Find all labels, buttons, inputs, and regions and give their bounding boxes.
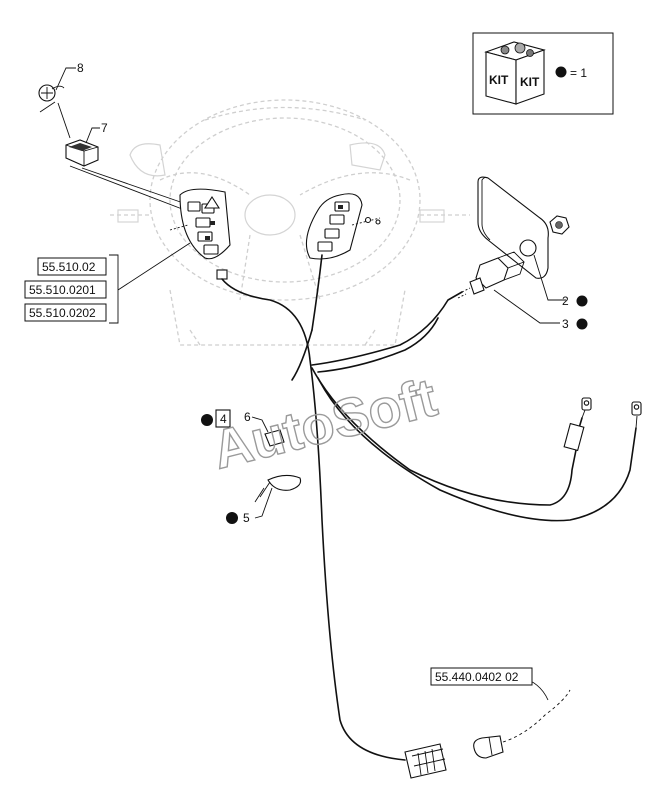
ref-box-a <box>37 257 107 276</box>
inline-fuse-icon <box>563 422 585 452</box>
part-4-fuse-icon <box>215 409 231 428</box>
callout-4: 4 <box>220 412 227 426</box>
ref-box-b <box>24 280 107 299</box>
part-3-switch: 3 <box>457 251 588 331</box>
ref-d: 55.440.0402 02 <box>435 670 519 684</box>
callout-6: 6 <box>244 410 251 424</box>
part-7: 7 <box>65 121 193 213</box>
multi-pin-connector-icon <box>404 743 447 779</box>
part-8: 8 <box>38 61 84 139</box>
bracket-hole-icon <box>519 239 537 257</box>
ref-b: 55.510.0201 <box>29 283 96 297</box>
cable-tie-icon <box>267 474 302 491</box>
mating-plug-icon <box>473 735 504 759</box>
ref-c: 55.510.0202 <box>29 306 96 320</box>
kit-icon <box>484 41 546 105</box>
wiring-harness <box>221 254 642 761</box>
panel-connector-icon <box>216 269 228 280</box>
ref-box-c <box>24 303 107 322</box>
callout-4-dot-icon <box>201 414 213 426</box>
right-control-panel <box>305 193 381 260</box>
reference-group-left: 55.510.02 55.510.0201 55.510.0202 <box>24 242 191 324</box>
callout-7: 7 <box>101 121 108 135</box>
kit-label-left: KIT <box>489 73 509 87</box>
callout-2: 2 <box>562 294 569 308</box>
kit-label-right: KIT <box>520 75 540 89</box>
bottom-connectors: 55.440.0402 02 <box>404 667 571 779</box>
ghost-steering-wheel <box>110 99 470 346</box>
kit-box: KIT KIT = 1 <box>472 32 614 115</box>
part-2-bracket: 2 <box>477 176 588 308</box>
callout-3-dot-icon <box>576 318 588 330</box>
kit-legend-text: = 1 <box>570 66 587 80</box>
callout-5-dot-icon <box>226 512 238 524</box>
callout-3: 3 <box>562 317 569 331</box>
part-6-clip-icon <box>264 429 285 447</box>
callout-5: 5 <box>243 511 250 525</box>
kit-legend-dot-icon <box>555 66 567 78</box>
callout-8: 8 <box>77 61 84 75</box>
ref-a: 55.510.02 <box>42 260 96 274</box>
part-5: 5 <box>226 474 302 525</box>
left-control-panel <box>169 188 231 280</box>
part-4-6: 4 6 <box>201 409 285 447</box>
callout-2-dot-icon <box>576 295 588 307</box>
ref-box-d <box>430 667 533 686</box>
watermark: AutoSoft <box>207 367 443 480</box>
